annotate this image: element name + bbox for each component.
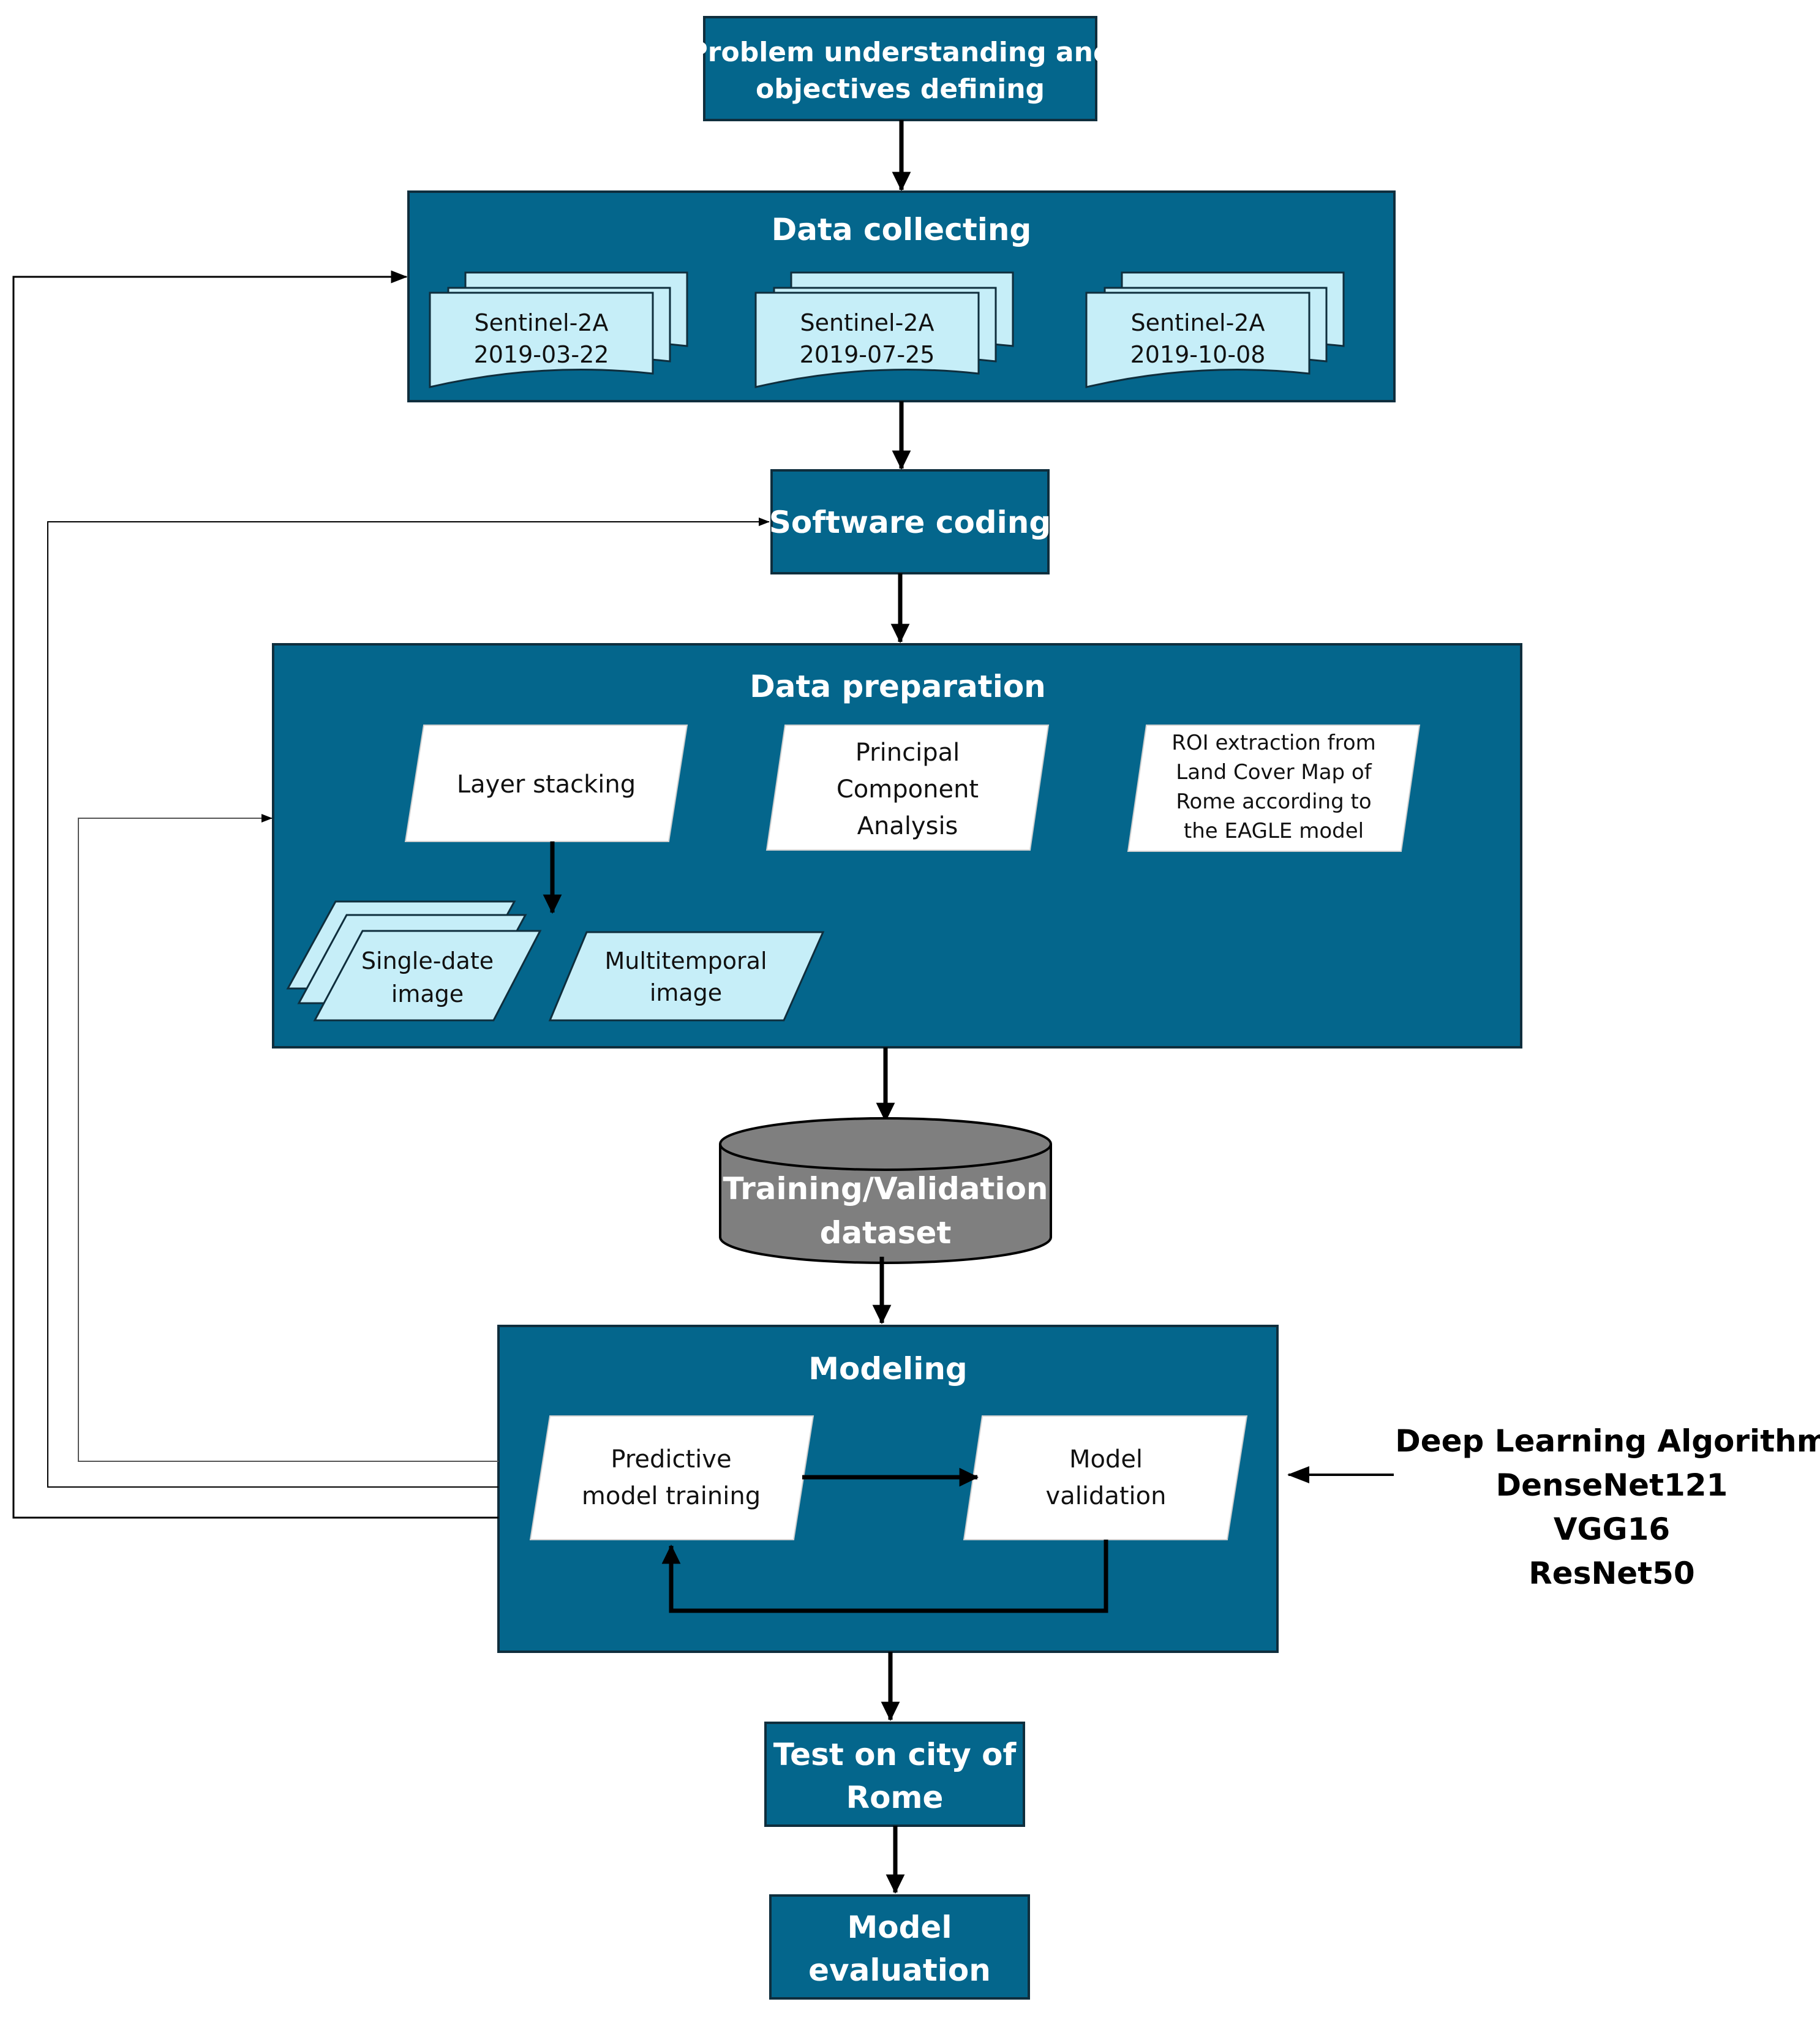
pca-step: Principal Component Analysis <box>765 725 1050 851</box>
document-2-line-1: Sentinel-2A <box>800 309 934 336</box>
training-line-1: Predictive <box>611 1445 731 1474</box>
multitemporal-image: Multitemporal image <box>548 931 825 1022</box>
data-preparation-title: Data preparation <box>750 669 1046 704</box>
pca-line-1: Principal <box>855 739 960 767</box>
layer-stacking-step: Layer stacking <box>404 725 688 842</box>
roi-line-2: Land Cover Map of <box>1176 760 1372 785</box>
document-stack-1: Sentinel-2A 2019-03-22 <box>429 271 688 388</box>
data-collecting-title: Data collecting <box>772 212 1032 247</box>
arrow-validation-feedback <box>661 1540 1108 1613</box>
document-1-line-2: 2019-03-22 <box>474 341 609 368</box>
document-2-line-2: 2019-07-25 <box>800 341 935 368</box>
deep-learning-model-2: VGG16 <box>1554 1512 1670 1547</box>
pca-line-3: Analysis <box>857 812 958 840</box>
deep-learning-title: Deep Learning Algorithm <box>1395 1423 1820 1459</box>
model-validation-step: Model validation <box>963 1415 1248 1540</box>
roi-line-1: ROI extraction from <box>1171 731 1376 755</box>
evaluation-line-2: evaluation <box>808 1952 991 1988</box>
training-line-2: model training <box>582 1482 761 1510</box>
problem-line-1: Problem understanding and <box>688 37 1113 68</box>
deep-learning-model-1: DenseNet121 <box>1496 1467 1728 1503</box>
single-date-image-stack: Single-date image <box>286 900 542 1022</box>
roi-line-4: the EAGLE model <box>1184 819 1364 843</box>
multitemporal-line-2: image <box>650 979 722 1006</box>
document-3-line-1: Sentinel-2A <box>1131 309 1265 336</box>
pca-line-2: Component <box>837 775 979 804</box>
deep-learning-list: Deep Learning Algorithm DenseNet121 VGG1… <box>1395 1423 1820 1591</box>
document-stack-3: Sentinel-2A 2019-10-08 <box>1085 271 1345 388</box>
predictive-model-training-step: Predictive model training <box>529 1415 814 1540</box>
model-evaluation-box: Model evaluation <box>769 1894 1030 2000</box>
layer-stacking-label: Layer stacking <box>457 770 636 799</box>
test-line-2: Rome <box>846 1780 944 1815</box>
dataset-line-1: Training/Validation <box>723 1171 1048 1207</box>
dataset-line-2: dataset <box>820 1215 952 1251</box>
document-3-line-2: 2019-10-08 <box>1130 341 1266 368</box>
feedback-to-data-preparation <box>78 814 498 1462</box>
validation-line-2: validation <box>1046 1482 1167 1510</box>
validation-line-1: Model <box>1069 1445 1143 1474</box>
software-coding-box: Software coding <box>769 469 1051 574</box>
feedback-to-data-collecting <box>12 270 498 1519</box>
test-line-1: Test on city of <box>773 1737 1017 1772</box>
problem-line-2: objectives defining <box>756 73 1045 105</box>
document-stack-2: Sentinel-2A 2019-07-25 <box>754 271 1014 388</box>
feedback-to-software-coding <box>47 518 770 1488</box>
training-validation-dataset: Training/Validation dataset <box>719 1117 1052 1264</box>
single-date-line-1: Single-date <box>361 947 494 974</box>
modeling-title: Modeling <box>808 1351 967 1387</box>
test-on-rome-box: Test on city of Rome <box>764 1722 1025 1827</box>
problem-understanding-box: Problem understanding and objectives def… <box>688 16 1113 121</box>
single-date-line-2: image <box>391 981 464 1007</box>
roi-line-3: Rome according to <box>1176 789 1371 814</box>
multitemporal-line-1: Multitemporal <box>604 947 767 974</box>
deep-learning-model-3: ResNet50 <box>1529 1556 1694 1591</box>
roi-extraction-step: ROI extraction from Land Cover Map of Ro… <box>1127 725 1421 852</box>
evaluation-line-1: Model <box>848 1910 952 1945</box>
document-1-line-1: Sentinel-2A <box>475 309 609 336</box>
software-coding-title: Software coding <box>769 505 1051 540</box>
